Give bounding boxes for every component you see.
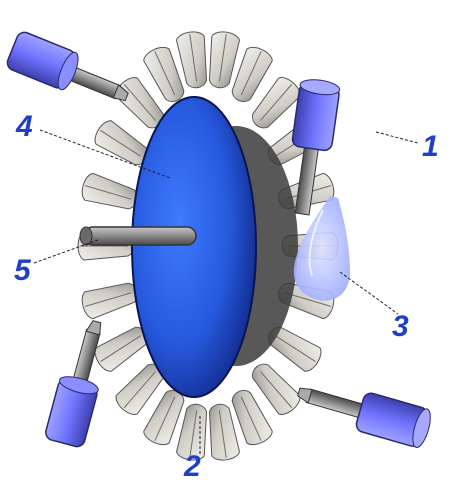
water-jet — [293, 196, 350, 301]
nozzle-bottom-left — [45, 320, 102, 448]
runner-bucket — [81, 172, 138, 210]
leader-lines — [33, 129, 419, 456]
runner-bucket — [252, 363, 301, 415]
runner-bucket — [208, 403, 241, 461]
runner-bucket — [175, 403, 208, 461]
label-2: 2 — [183, 450, 201, 483]
runner-bucket — [252, 77, 301, 129]
runner-disk — [131, 96, 257, 398]
runner-bucket — [231, 390, 273, 446]
label-4: 4 — [15, 110, 33, 143]
runner-bucket — [208, 31, 241, 89]
runner-buckets — [77, 31, 339, 461]
label-1: 1 — [422, 130, 439, 163]
nozzle-bottom-right — [297, 387, 431, 449]
label-3: 3 — [392, 310, 409, 343]
shaft — [79, 226, 197, 246]
nozzle-top-left — [6, 31, 129, 102]
runner-bucket — [231, 46, 273, 102]
label-5: 5 — [14, 254, 32, 287]
runner-bucket — [81, 282, 138, 320]
runner-bucket — [94, 120, 149, 166]
runner-bucket — [143, 390, 185, 446]
runner-bucket — [175, 31, 208, 89]
runner-bucket — [143, 46, 185, 102]
nozzle-right-upper[interactable] — [282, 77, 341, 216]
